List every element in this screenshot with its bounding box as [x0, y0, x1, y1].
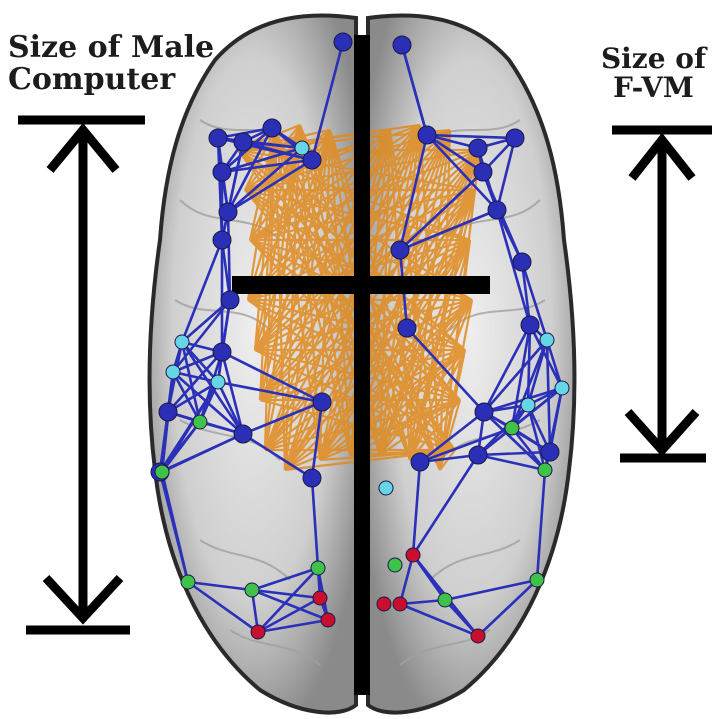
green-node	[193, 415, 207, 429]
blue-node	[411, 453, 429, 471]
blue-node	[234, 133, 252, 151]
horizontal-crossbar	[232, 276, 490, 294]
blue-node	[213, 343, 231, 361]
green-node	[181, 575, 195, 589]
green-node	[505, 421, 519, 435]
blue-node	[334, 33, 352, 51]
green-node	[311, 561, 325, 575]
red-node	[406, 548, 420, 562]
blue-node	[506, 129, 524, 147]
blue-node	[303, 469, 321, 487]
blue-node	[393, 36, 411, 54]
cyan-node	[166, 365, 180, 379]
red-node	[313, 591, 327, 605]
red-node	[393, 597, 407, 611]
cyan-node	[295, 141, 309, 155]
blue-node	[475, 403, 493, 421]
green-node	[245, 583, 259, 597]
blue-node	[213, 163, 231, 181]
blue-node	[469, 446, 487, 464]
blue-node	[469, 139, 487, 157]
cyan-node	[379, 481, 393, 495]
cyan-node	[175, 335, 189, 349]
blue-node	[474, 163, 492, 181]
blue-node	[513, 253, 531, 271]
green-node	[388, 558, 402, 572]
green-node	[438, 593, 452, 607]
cyan-node	[211, 375, 225, 389]
blue-node	[209, 129, 227, 147]
blue-node	[541, 443, 559, 461]
cyan-node	[555, 381, 569, 395]
red-node	[251, 625, 265, 639]
blue-node	[221, 291, 239, 309]
green-node	[530, 573, 544, 587]
red-node	[321, 613, 335, 627]
blue-node	[219, 203, 237, 221]
blue-node	[488, 201, 506, 219]
blue-node	[521, 316, 539, 334]
blue-node	[263, 119, 281, 137]
blue-node	[234, 425, 252, 443]
blue-node	[159, 403, 177, 421]
green-node	[538, 463, 552, 477]
blue-node	[398, 319, 416, 337]
vertical-midline	[354, 35, 370, 695]
cyan-node	[521, 398, 535, 412]
blue-node	[213, 231, 231, 249]
cyan-node	[540, 333, 554, 347]
blue-node	[313, 393, 331, 411]
blue-node	[391, 241, 409, 259]
fvm-size-arrow	[612, 130, 712, 458]
red-node	[471, 629, 485, 643]
blue-node	[418, 126, 436, 144]
green-node	[155, 465, 169, 479]
red-node	[377, 597, 391, 611]
male-size-arrow	[18, 120, 145, 630]
